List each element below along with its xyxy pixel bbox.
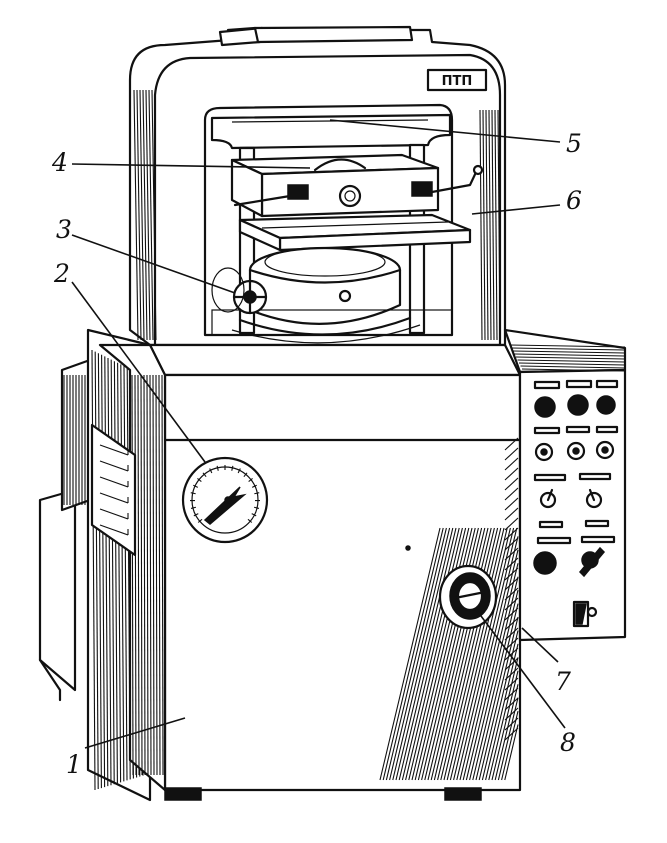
- upper-crossbar: [210, 113, 452, 150]
- panel-indicator-lamps: [533, 379, 619, 390]
- callout-5: 5: [566, 129, 582, 158]
- callout-leaders: [71, 119, 566, 749]
- pressure-gauge: [181, 456, 269, 544]
- panel-selector-switch: [578, 546, 606, 578]
- small-handwheel: [211, 267, 268, 315]
- callout-1: 1: [66, 750, 82, 779]
- logo-text: ПТП: [442, 74, 473, 89]
- callout-6: 6: [566, 186, 582, 215]
- callout-labels: 1 2 3 4 5 6 7 8: [51, 129, 582, 779]
- manufacturer-logo: ПТП: [426, 68, 488, 92]
- callout-3: 3: [56, 215, 72, 244]
- upper-platen: [230, 153, 484, 218]
- callout-7: 7: [555, 667, 571, 696]
- lower-platen: [238, 213, 472, 252]
- die-ring: [211, 246, 453, 344]
- callout-4: 4: [51, 148, 68, 177]
- panel-key-switch: [572, 600, 598, 628]
- panel-knobs-row: [534, 394, 616, 418]
- vent-grille: [90, 423, 137, 557]
- callout-8: 8: [560, 728, 576, 757]
- large-handwheel: [438, 564, 498, 630]
- panel-buttons-row: [534, 440, 615, 462]
- panel-toggle-switches: [539, 488, 603, 509]
- control-panel: [503, 328, 627, 642]
- callout-2: 2: [53, 259, 70, 288]
